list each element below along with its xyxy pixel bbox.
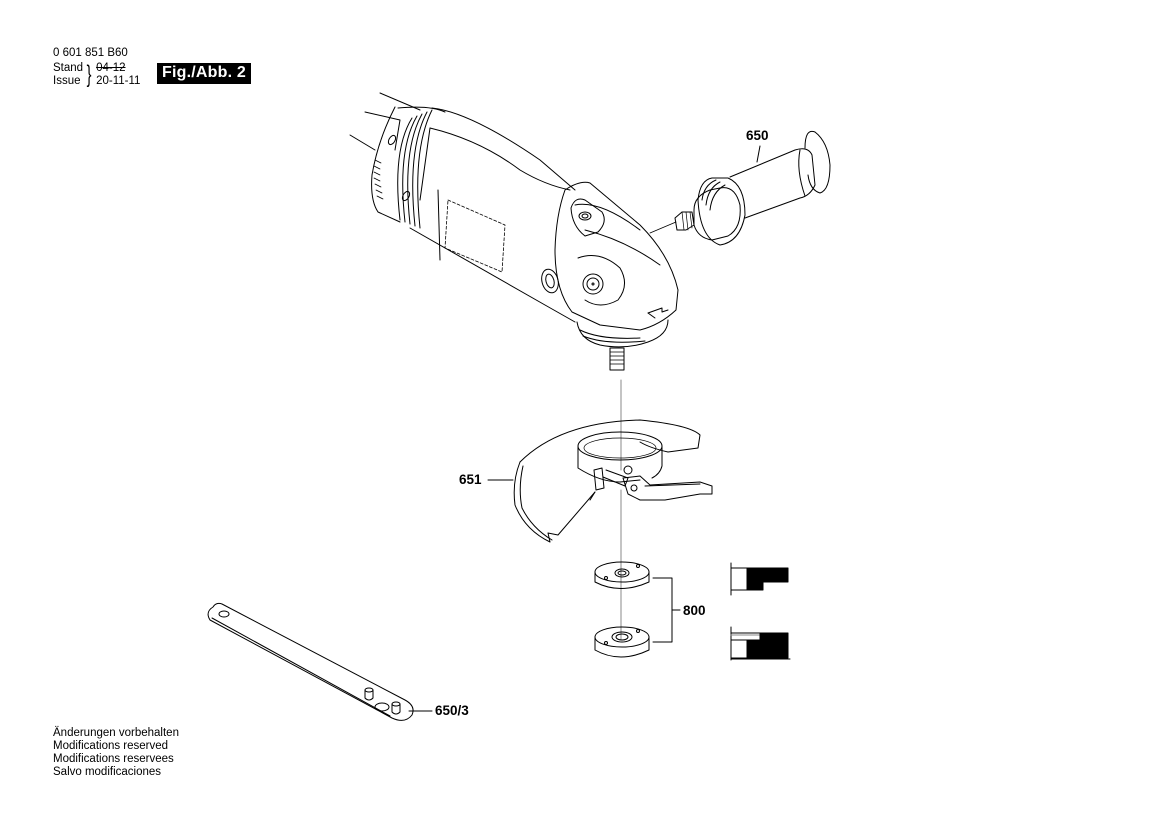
- grinder-body-illustration: [349, 92, 679, 371]
- side-handle-illustration: [674, 130, 831, 246]
- callout-651: 651: [459, 472, 482, 487]
- brace-icon: }: [86, 61, 92, 88]
- disclaimer-line-es: Salvo modificaciones: [53, 766, 162, 778]
- stand-label: Stand: [53, 62, 84, 74]
- part-number: 0 601 851 B60: [53, 47, 128, 59]
- callout-650: 650: [746, 128, 769, 143]
- disclaimer-line-de: Änderungen vorbehalten: [53, 727, 179, 739]
- figure-label: Fig./Abb. 2: [157, 63, 251, 84]
- issue-date: 20-11-11: [96, 75, 141, 87]
- wheel-guard-illustration: [487, 419, 713, 543]
- issue-label: Issue: [53, 75, 81, 87]
- document-header: 0 601 851 B60 Stand Issue } 04-12 20-11-…: [53, 47, 140, 88]
- flange-nuts-illustration: [594, 561, 791, 661]
- disclaimer-line-fr: Modifications reservees: [53, 753, 174, 765]
- spanner-illustration: [207, 602, 433, 721]
- disclaimer-line-en: Modifications reserved: [53, 740, 169, 752]
- stand-date-struck: 04-12: [96, 62, 126, 74]
- callout-650-3: 650/3: [435, 703, 469, 718]
- stand-issue-block: Stand Issue } 04-12 20-11-11: [53, 62, 140, 88]
- callout-800: 800: [683, 603, 706, 618]
- disclaimer: Änderungen vorbehalten Modifications res…: [53, 727, 179, 779]
